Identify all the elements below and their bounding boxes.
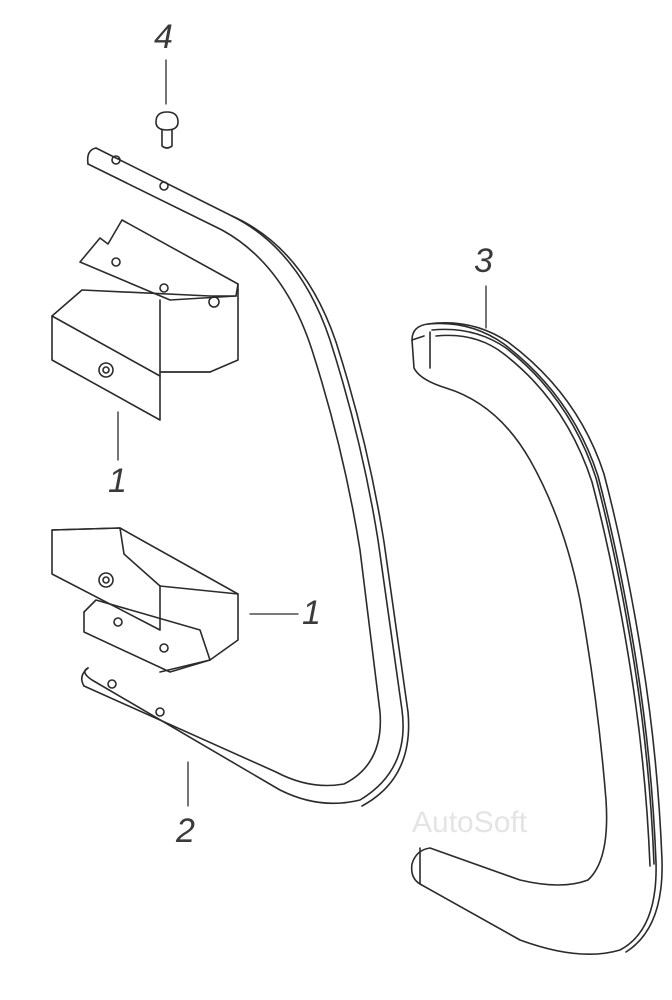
callout-label-1-upper: 1 xyxy=(108,462,127,500)
callout-label-4: 4 xyxy=(154,18,173,56)
strap-clamp-part-2 xyxy=(80,147,410,807)
callout-label-1-lower: 1 xyxy=(302,594,321,632)
bracket-part-1-upper xyxy=(51,219,239,461)
callout-label-2: 2 xyxy=(176,812,195,850)
callout-label-3: 3 xyxy=(474,242,493,280)
rivet-part-4 xyxy=(155,59,179,149)
rubber-pad-part-3 xyxy=(410,285,663,956)
bracket-part-1-lower xyxy=(51,527,299,673)
watermark-text: AutoSoft xyxy=(412,806,528,839)
